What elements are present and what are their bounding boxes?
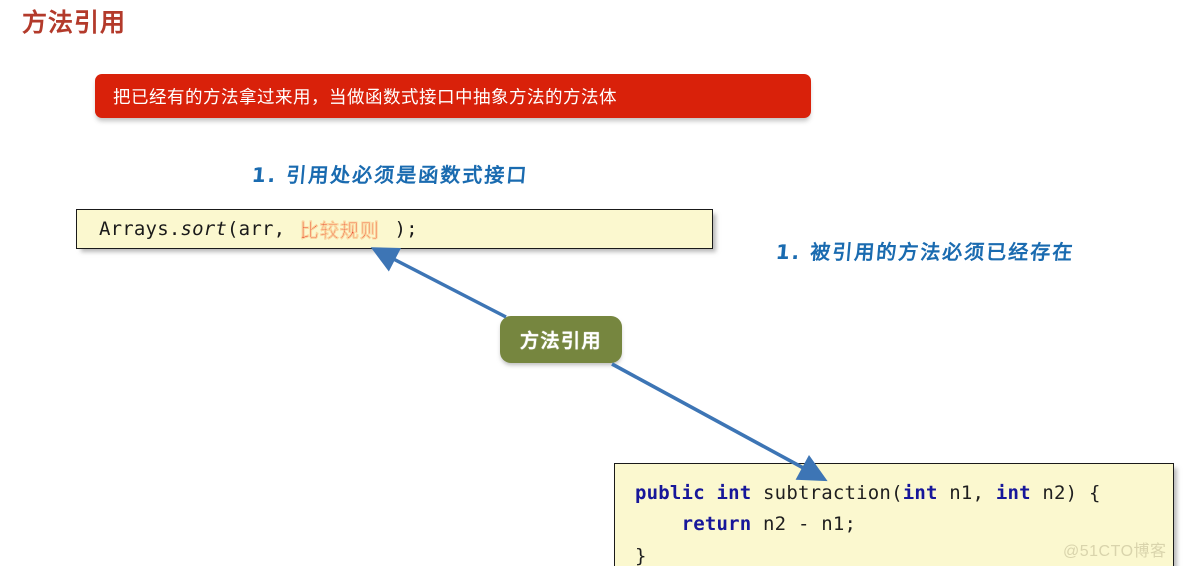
note-functional-interface: 1. 引用处必须是函数式接口 <box>250 163 530 187</box>
summary-banner-text: 把已经有的方法拿过来用，当做函数式接口中抽象方法的方法体 <box>113 86 617 107</box>
page-title: 方法引用 <box>22 9 127 37</box>
code-sort-prefix: Arrays. <box>99 218 181 240</box>
code-method-signature-name: subtraction( <box>751 482 903 504</box>
note-method-must-exist: 1. 被引用的方法必须已经存在 <box>774 240 1076 264</box>
java-keyword-int-return: int <box>716 482 752 504</box>
arrow-badge-to-method <box>611 362 828 482</box>
summary-banner: 把已经有的方法拿过来用，当做函数式接口中抽象方法的方法体 <box>95 74 811 118</box>
java-keyword-int-arg2: int <box>995 482 1031 504</box>
code-sort-close-paren: ); <box>382 218 418 240</box>
java-keyword-public: public <box>635 482 705 504</box>
method-reference-badge: 方法引用 <box>500 316 622 363</box>
code-method-return-expr: n2 - n1; <box>751 513 857 536</box>
code-method-line-1: public int subtraction(int n1, int n2) { <box>635 478 1173 509</box>
code-method-arg1: n1, <box>937 482 996 504</box>
code-method-indent <box>635 513 682 535</box>
code-sort-open-paren: (arr, <box>227 218 297 240</box>
code-method-line-3: } <box>635 544 647 566</box>
java-keyword-return: return <box>681 513 752 536</box>
code-method-line-2: return n2 - n1; <box>635 509 1173 540</box>
code-sort-highlight: 比较规则 <box>299 219 380 242</box>
code-method-arg2: n2) { <box>1030 482 1101 504</box>
watermark: @51CTO博客 <box>1063 543 1167 560</box>
code-box-arrays-sort: Arrays.sort(arr, 比较规则 ); <box>76 209 713 249</box>
code-box-subtraction-method: public int subtraction(int n1, int n2) {… <box>614 463 1174 566</box>
method-reference-badge-label: 方法引用 <box>519 331 602 352</box>
code-sort-method: sort <box>180 218 228 240</box>
java-keyword-int-arg1: int <box>902 482 938 504</box>
arrow-badge-to-sort <box>370 247 507 319</box>
